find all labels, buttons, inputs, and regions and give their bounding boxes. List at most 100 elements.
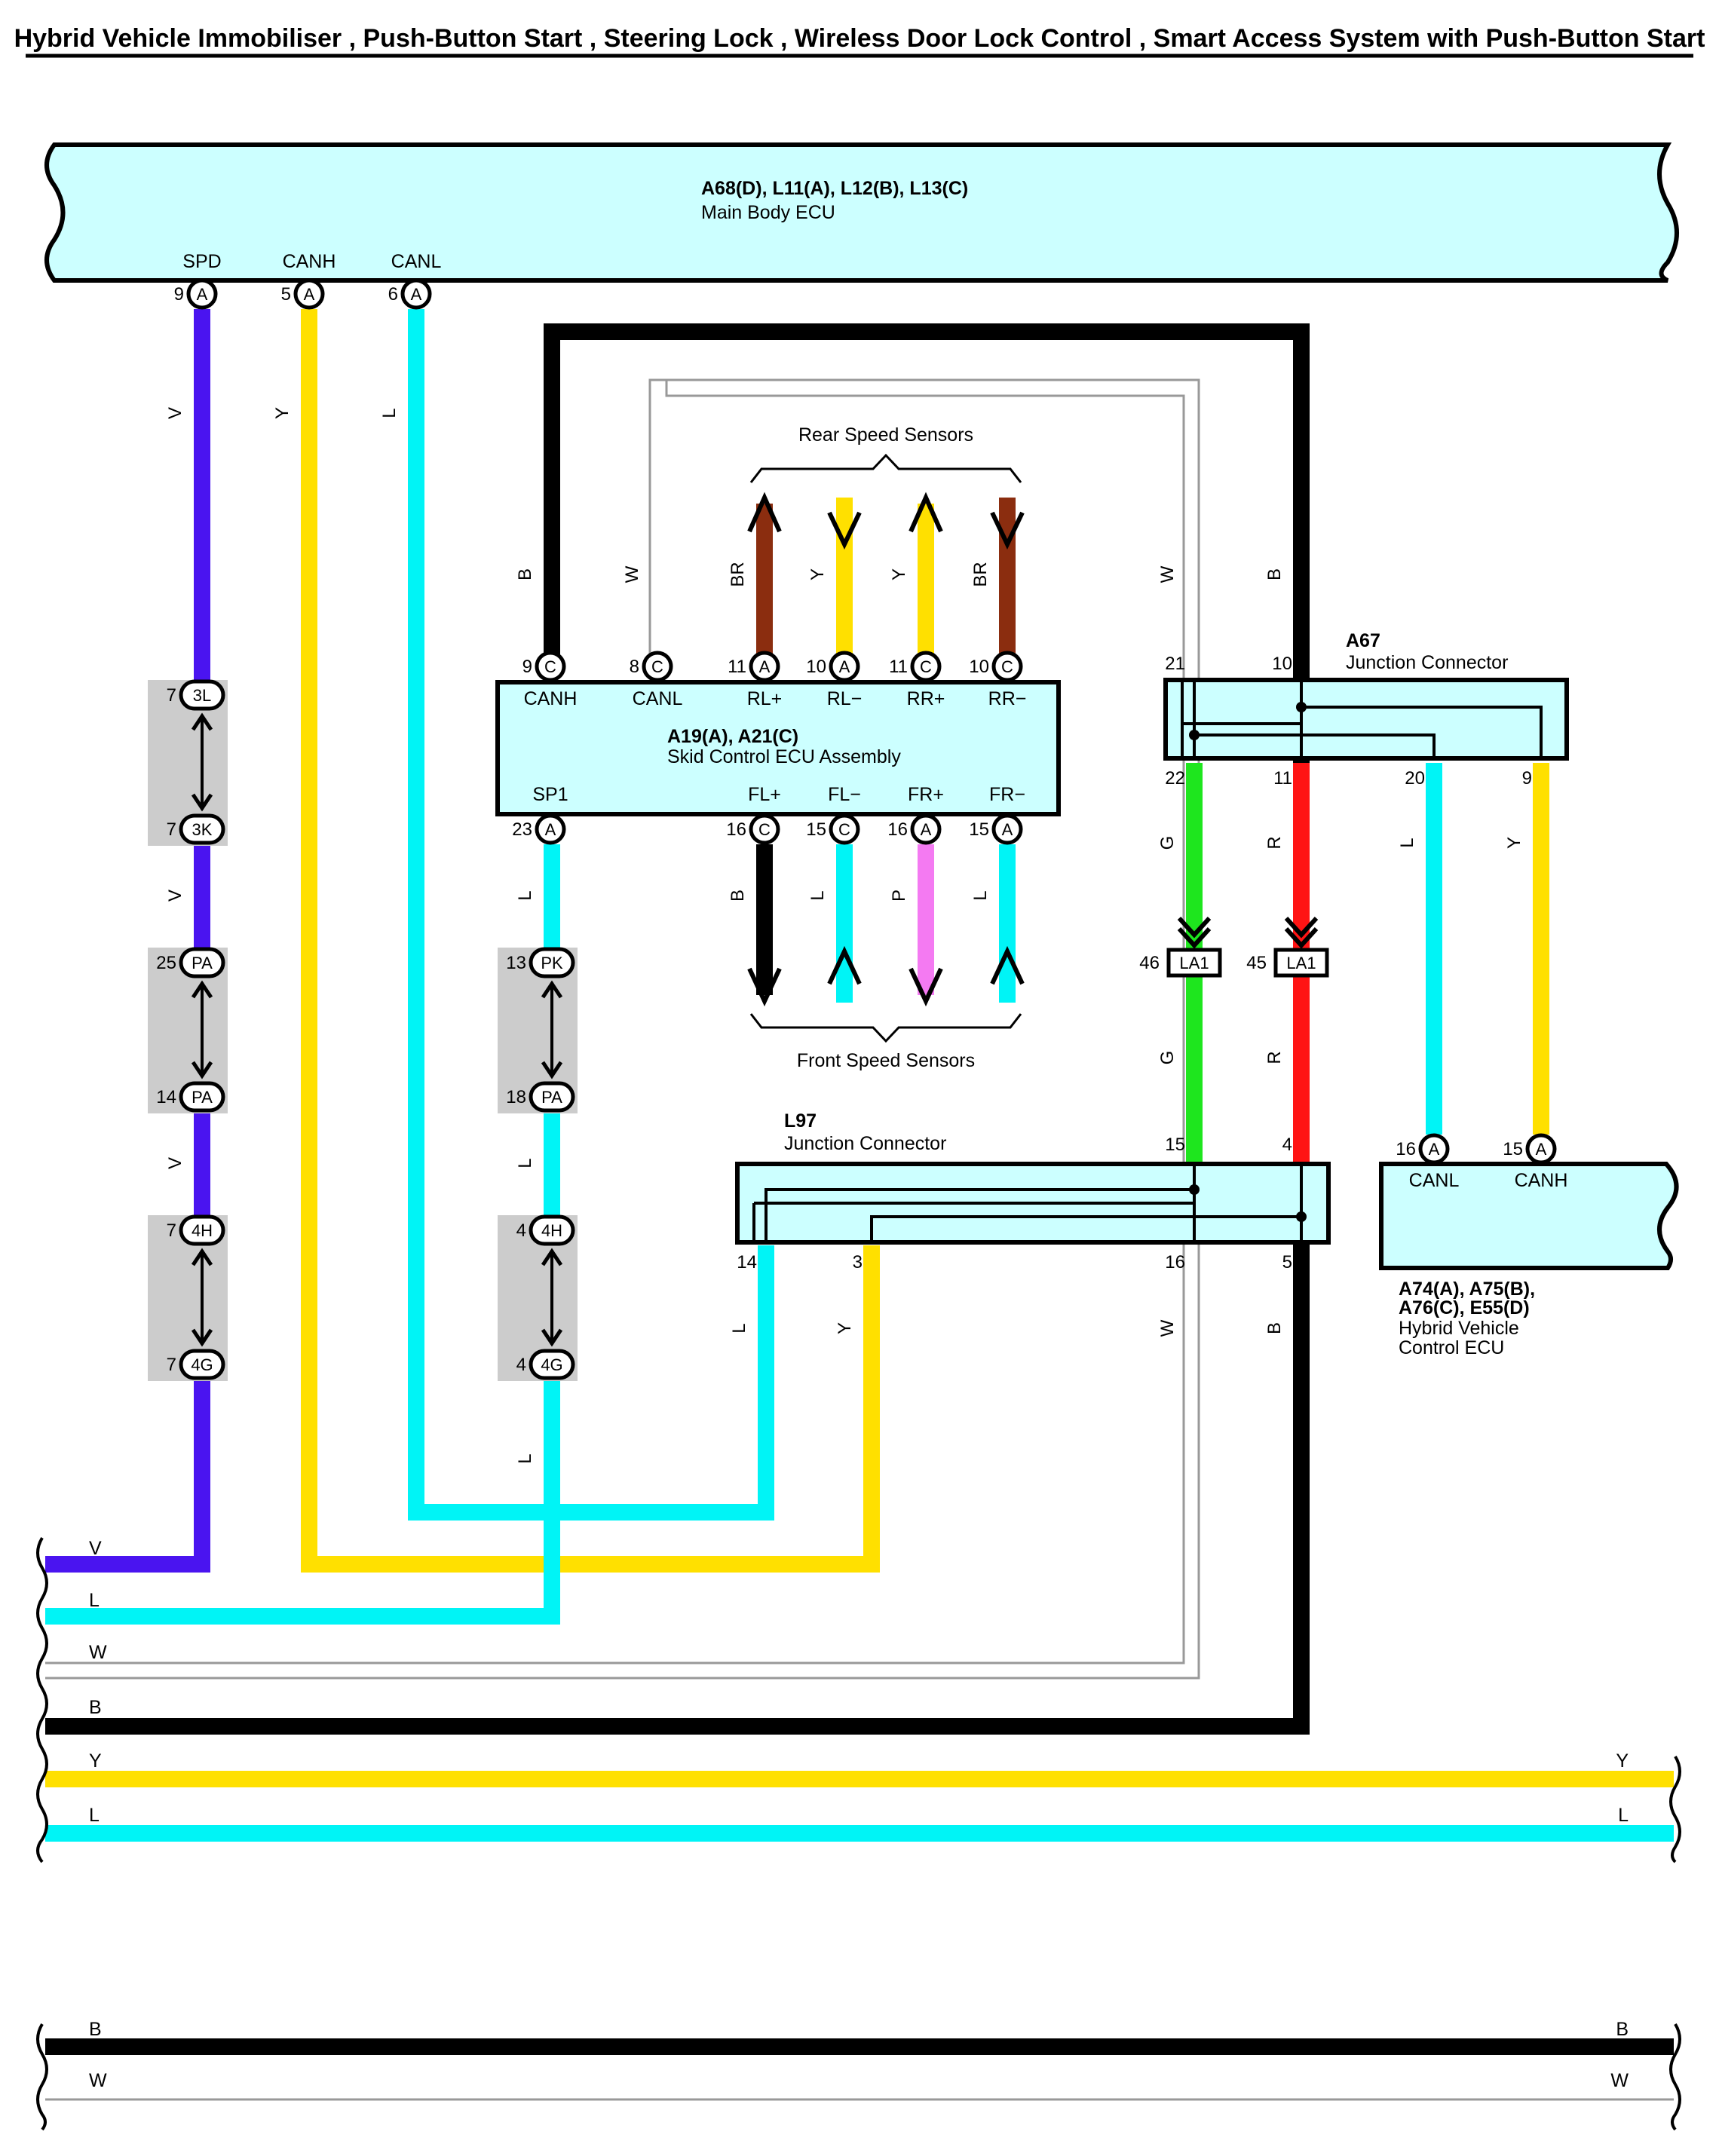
- bus-right-edge-top: [1669, 1755, 1681, 1864]
- arrow-rr-plus: [909, 492, 943, 533]
- wire-code-v: V: [165, 1157, 185, 1169]
- main-ecu-pin-canl: A6: [388, 278, 432, 310]
- skid-bottom-pin-2-pin: 15: [806, 819, 826, 840]
- wire-code-y: Y: [272, 407, 293, 419]
- splice-pin: 7: [167, 1220, 176, 1241]
- hv-ecu-name-1: Hybrid Vehicle: [1399, 1318, 1519, 1339]
- splice-pin: 7: [167, 685, 176, 706]
- skid-top-pin-5: C10: [969, 651, 1023, 682]
- bus-label-b2: B: [89, 2019, 102, 2040]
- arrow-fr-minus: [990, 945, 1025, 985]
- splice-pill: [529, 947, 575, 978]
- splice-pin: 7: [167, 819, 176, 840]
- wire-code-r: R: [1264, 836, 1285, 849]
- wire-code-p: P: [889, 890, 909, 902]
- skid-term-fl-minus: FL−: [828, 784, 861, 805]
- front-speed-sensors-label: Front Speed Sensors: [797, 1050, 975, 1071]
- splice-label: 4H: [541, 1221, 562, 1240]
- hybrid-vehicle-control-ecu: CANL CANH A74(A), A75(B), A76(C), E55(D)…: [1379, 1162, 1679, 1358]
- w-wire-outer: [45, 378, 1200, 1680]
- skid-bottom-pin-3-circle: [910, 813, 942, 845]
- skid-control-ecu-box: [495, 680, 1061, 816]
- wire-code-l: L: [515, 1453, 535, 1463]
- junction-connector-l97: L97 Junction Connector 15 4 14 3 16 5: [735, 1110, 1331, 1272]
- bus-label-v: V: [89, 1538, 102, 1559]
- splice-arrow-down: [541, 1061, 563, 1080]
- hv-ecu-codes-2: A76(C), E55(D): [1399, 1297, 1530, 1318]
- wire-code-v: V: [165, 890, 185, 902]
- skid-top-pin-0-circle: [535, 651, 566, 682]
- skid-bottom-pin-0: A23: [512, 813, 566, 845]
- skid-bottom-pin-3-conn: A: [921, 820, 932, 839]
- skid-bottom-pin-2-circle: [829, 813, 860, 845]
- skid-bottom-pin-3-pin: 16: [887, 819, 908, 840]
- main-ecu-pin-canl-circle: [400, 278, 432, 310]
- splice-pin: 14: [156, 1087, 176, 1107]
- w-wire-loops: [45, 378, 1200, 1680]
- skid-bottom-pin-4-conn: A: [1002, 820, 1013, 839]
- arrow-rl-minus: [827, 511, 862, 550]
- a67-pin-11: 11: [1273, 768, 1292, 789]
- skid-top-pin-1-circle: [642, 651, 673, 682]
- skid-bottom-pin-0-circle: [535, 813, 566, 845]
- wire-code-b: B: [728, 890, 748, 902]
- splice-arrow-down: [191, 1061, 213, 1080]
- splice-pill: [179, 679, 225, 711]
- main-ecu-pin-canl-conn: A: [411, 285, 422, 304]
- skid-bottom-pin-1-circle: [749, 813, 780, 845]
- wire-code-l: L: [379, 408, 400, 418]
- wire-l-sp1: [45, 844, 560, 1625]
- l97-code: L97: [784, 1110, 817, 1132]
- skid-bottom-pin-3: A 16: [887, 813, 942, 845]
- term-canl: CANL: [391, 251, 442, 272]
- wire-code-b: B: [1264, 568, 1285, 580]
- l97-pin-15: 15: [1165, 1135, 1185, 1155]
- hv-ecu-pin-canl-pin: 16: [1396, 1139, 1416, 1159]
- skid-term-rl-minus: RL−: [827, 688, 863, 709]
- arrow-fr-plus: [909, 967, 943, 1007]
- wire-code-l: L: [729, 1323, 749, 1333]
- skid-bottom-pin-0-pin: 23: [512, 819, 532, 840]
- l97-pin-14: 14: [737, 1252, 757, 1272]
- wire-code-w: W: [1157, 565, 1178, 583]
- wire-code-g: G: [1157, 1051, 1178, 1065]
- l97-junction-dot: [1189, 1184, 1200, 1195]
- arrow-rr-minus: [990, 511, 1025, 550]
- splice-label: 4H: [192, 1221, 213, 1240]
- hv-ecu-pin-canl-circle: [1418, 1133, 1450, 1165]
- skid-top-pin-2-conn: A: [759, 657, 771, 676]
- skid-control-ecu: A19(A), A21(C) Skid Control ECU Assembly…: [495, 680, 1061, 816]
- main-ecu-pin-canh-pin: 5: [281, 284, 291, 305]
- arrow-fl-minus: [827, 945, 862, 985]
- splice-label: PA: [192, 1088, 213, 1107]
- splice-label: PK: [541, 954, 563, 972]
- skid-bottom-pin-4-pin: 15: [969, 819, 989, 840]
- hv-ecu-pin-canh-conn: A: [1536, 1140, 1547, 1159]
- skid-term-fl-plus: FL+: [748, 784, 781, 805]
- main-ecu-pin-spd-pin: 9: [174, 284, 184, 305]
- bus-label-b: B: [89, 1697, 102, 1718]
- skid-bottom-pin-1: C16: [726, 813, 780, 845]
- wire-code-w: W: [622, 565, 642, 583]
- skid-bottom-pin-1-conn: C: [758, 820, 771, 839]
- wire-code-y: Y: [1504, 837, 1524, 849]
- wire-code-v: V: [165, 407, 185, 419]
- skid-top-pin-3: A10: [806, 651, 860, 682]
- bus-edges: [36, 1536, 1681, 2131]
- bus-label-l2: L: [89, 1805, 100, 1826]
- hv-ecu-pin-canh: A15: [1503, 1133, 1557, 1165]
- wire-code-br: BR: [728, 562, 748, 586]
- hv-ecu-name-2: Control ECU: [1399, 1337, 1504, 1358]
- a67-junction-dot: [1296, 702, 1307, 712]
- hv-ecu-pin-canl-conn: A: [1429, 1140, 1440, 1159]
- a67-internal: [1181, 680, 1543, 758]
- bus-labels: V L W B Y L B W Y L B W: [89, 1538, 1629, 2091]
- splice-arrow-up: [191, 980, 213, 999]
- l97-internal: [752, 1164, 1303, 1242]
- skid-term-fr-plus: FR+: [908, 784, 944, 805]
- hv-ecu-pin-canh-circle: [1525, 1133, 1557, 1165]
